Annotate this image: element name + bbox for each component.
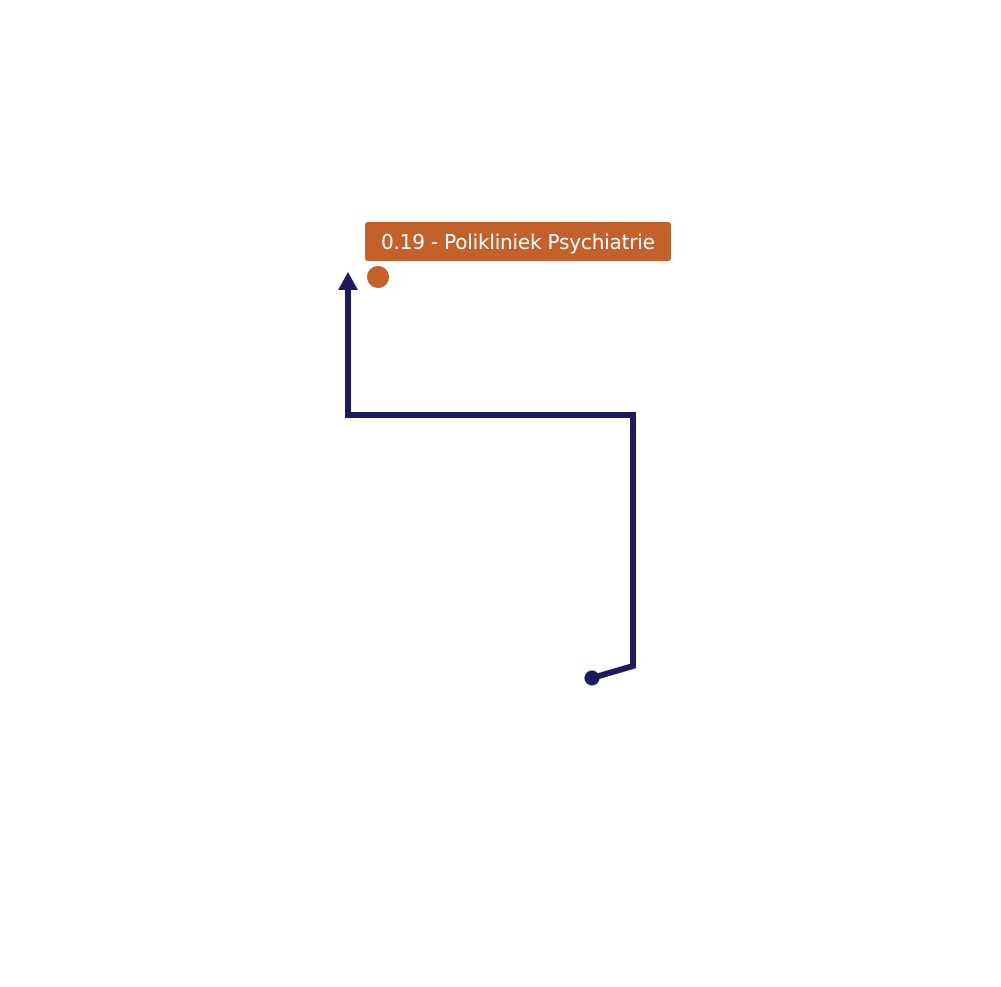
- route-path: [345, 288, 636, 681]
- destination-marker-icon[interactable]: [367, 266, 389, 288]
- route-start-dot-icon: [584, 670, 600, 686]
- destination-label[interactable]: 0.19 - Polikliniek Psychiatrie: [365, 222, 671, 261]
- route-arrowhead-icon: [338, 272, 358, 290]
